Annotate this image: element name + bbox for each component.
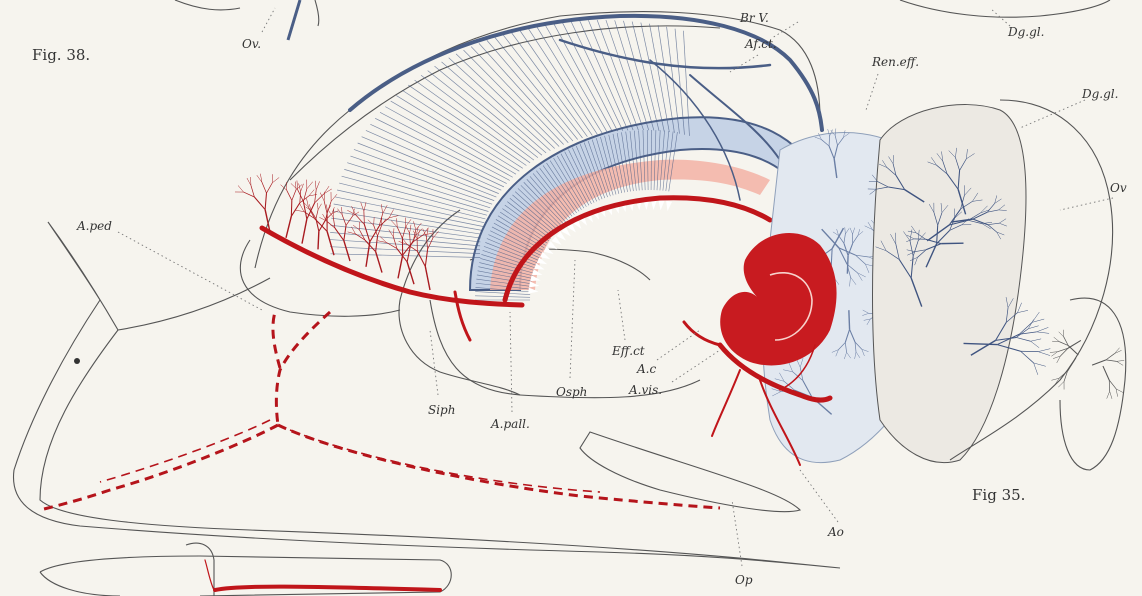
label-dg-gl-right: Dg.gl. [1081, 87, 1118, 101]
bottom-figure [40, 543, 451, 596]
digestive-gland [868, 0, 1126, 470]
label-a-vis: A.vis. [628, 383, 662, 397]
eye-dot [74, 358, 80, 364]
label-ao: Ao [827, 525, 844, 539]
label-fig35: Fig 35. [972, 486, 1025, 504]
label-eff-ct: Eff.ct [611, 344, 645, 358]
label-osph: Osph [556, 385, 587, 399]
label-fig38: Fig. 38. [32, 46, 90, 64]
top-left-fragments [175, 0, 319, 40]
label-a-ped: A.ped [76, 219, 112, 233]
pedal-artery [40, 312, 720, 510]
label-br-v: Br V. [739, 11, 769, 25]
label-siph: Siph [428, 403, 455, 417]
label-ov-right: Ov [1110, 181, 1127, 195]
label-af-ct: Af.ct. [744, 37, 777, 51]
label-dg-gl-top: Dg.gl. [1007, 25, 1044, 39]
label-a-c: A.c [636, 362, 656, 376]
label-ov-top: Ov. [242, 37, 261, 51]
label-op: Op [735, 573, 753, 587]
label-ren-eff: Ren.eff. [871, 55, 919, 69]
label-a-pall: A.pall. [490, 417, 530, 431]
